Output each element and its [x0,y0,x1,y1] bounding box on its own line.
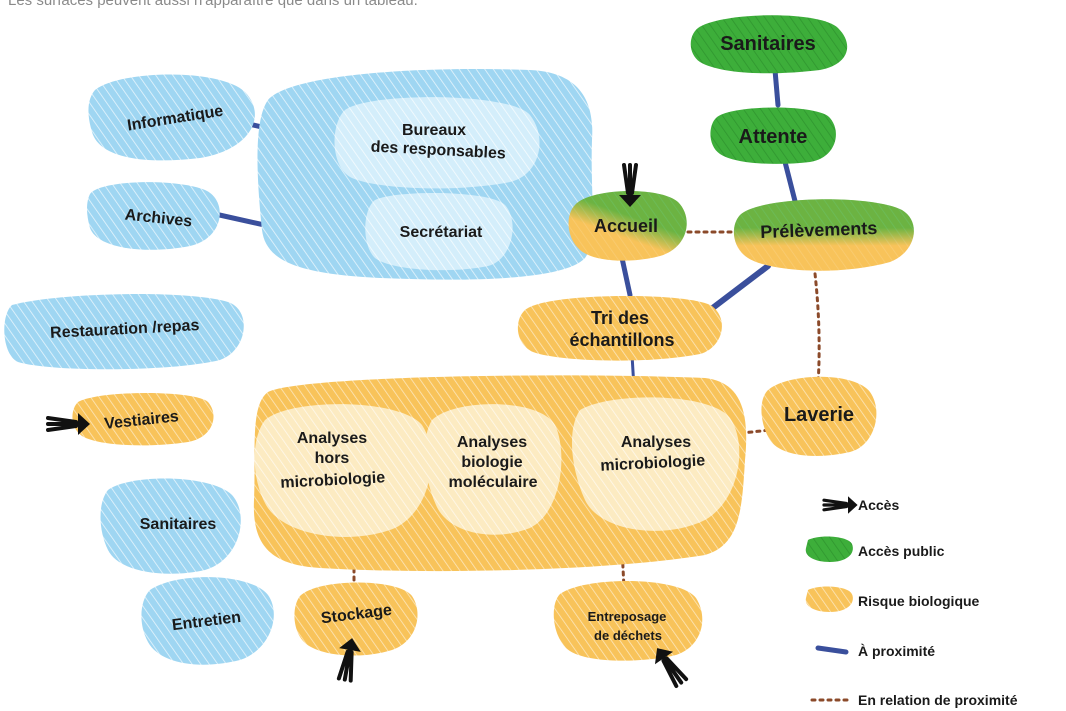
zone-laverie [761,376,877,456]
label-archives: Archives [124,207,193,231]
legend-proximite: À proximité [858,643,935,659]
zone-analyses-micro [571,397,740,531]
label-accueil: Accueil [594,216,658,236]
zone-archives [87,182,220,250]
label-bio-2: biologie [461,454,522,471]
label-hors-3: microbiologie [280,469,386,491]
relation-laverie-analyses [731,428,772,436]
zone-analyses-bio [424,404,562,535]
zone-sanitaires-left [100,478,241,574]
zone-vestiaires [72,393,214,446]
legend-acces-public: Accès public [858,543,945,559]
zone-entretien [141,577,274,665]
label-dechets-1: Entreposage [588,609,667,624]
label-attente: Attente [739,126,808,148]
zone-sanitaires-top [690,15,848,74]
zone-attente [710,107,836,164]
label-micro-1: Analyses [621,434,691,451]
zone-analyses-hors [254,404,432,537]
zone-bureaux-responsables [334,97,540,189]
label-secretariat: Secrétariat [400,224,483,241]
legend-acces: Accès [858,497,899,513]
label-hors-2: hors [315,450,350,467]
zone-tri [517,295,722,361]
label-sanitaires-left: Sanitaires [140,516,217,533]
label-bio-1: Analyses [457,434,527,451]
link-sanitaires-attente [772,67,781,108]
legend-risque-swatch [805,586,853,612]
link-attente-prelevements [781,155,799,208]
legend-public-swatch [805,536,853,562]
zone-stockage [294,582,418,656]
caption-text: Les surfaces peuvent aussi n'apparaître … [8,0,418,9]
label-laverie: Laverie [784,404,854,426]
legend-proximite-swatch [815,645,849,655]
legend: Accès Accès public Risque biologique À p… [805,494,1018,708]
label-bureaux-1: Bureaux [402,122,466,139]
link-accueil-tri [619,255,633,298]
label-sanitaires-top: Sanitaires [720,33,816,55]
label-prelevements: Prélèvements [760,218,878,242]
access-arrow-icon [822,494,860,516]
label-hors-1: Analyses [297,430,367,447]
zone-secretariat [365,193,513,271]
label-tri-2: échantillons [569,330,674,350]
zone-restauration [4,294,244,370]
zone-informatique [88,74,255,161]
link-prelevements-tri [707,263,771,313]
zone-dechets [553,580,703,661]
label-dechets-2: de déchets [594,628,662,643]
legend-risque: Risque biologique [858,593,980,609]
legend-relation: En relation de proximité [858,692,1018,708]
label-micro-2: microbiologie [600,452,706,474]
label-bio-3: moléculaire [449,474,538,491]
label-tri-1: Tri des [591,308,649,328]
